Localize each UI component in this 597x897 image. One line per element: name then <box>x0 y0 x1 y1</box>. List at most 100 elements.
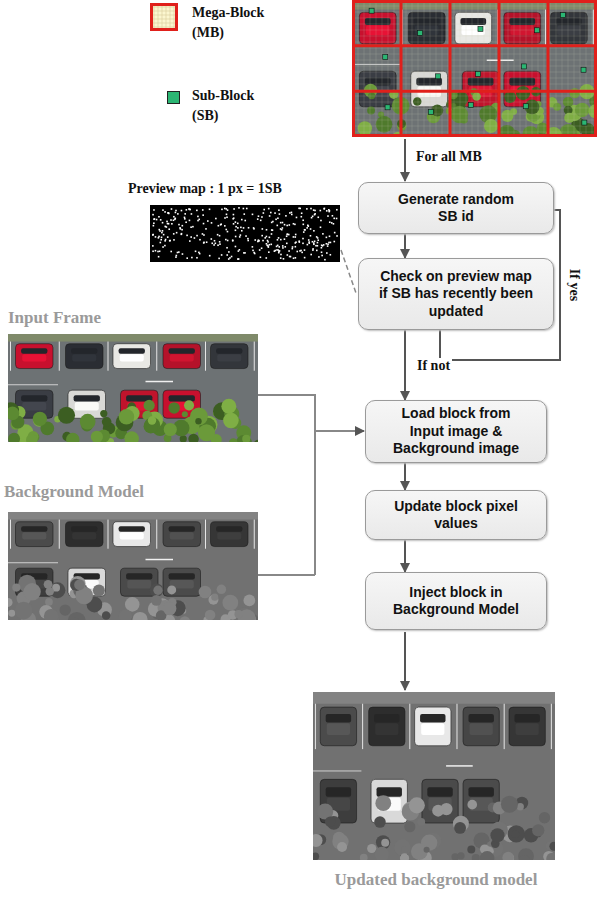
preview-dot <box>152 234 154 236</box>
preview-dot <box>280 257 282 259</box>
preview-dot <box>164 226 166 228</box>
car-body <box>463 779 499 823</box>
preview-dot <box>243 252 245 254</box>
preview-dot <box>176 255 178 257</box>
preview-dot <box>286 235 288 237</box>
parking-line <box>205 342 206 371</box>
bush <box>119 409 135 425</box>
sub-grid <box>352 78 597 79</box>
car-window <box>74 395 100 401</box>
preview-dot <box>294 236 296 238</box>
preview-dot <box>189 209 191 211</box>
bush <box>168 402 179 413</box>
sub-block-marker <box>560 13 565 18</box>
preview-dot <box>211 222 213 224</box>
bush <box>119 609 132 620</box>
car-roof <box>22 402 46 410</box>
preview-dot <box>239 236 241 238</box>
bush <box>23 583 40 600</box>
preview-dot <box>263 212 265 214</box>
preview-dot <box>153 225 155 227</box>
preview-dot <box>277 217 279 219</box>
preview-dot <box>284 246 286 248</box>
sub-block-marker <box>369 8 374 13</box>
bush <box>467 800 477 810</box>
sub-block-marker <box>523 104 528 109</box>
sub-grid <box>418 0 419 137</box>
bush <box>490 828 504 842</box>
preview-dot <box>317 239 319 241</box>
preview-dot <box>276 249 278 251</box>
preview-dot <box>227 231 229 233</box>
preview-dot <box>253 228 255 230</box>
sub-grid <box>502 0 503 137</box>
bush <box>163 602 176 615</box>
sub-block-marker <box>581 67 586 72</box>
bush <box>417 818 425 826</box>
preview-dot <box>258 240 260 242</box>
preview-dot <box>314 214 316 216</box>
process-box: Generate random SB id <box>358 182 554 234</box>
preview-dot <box>258 215 260 217</box>
preview-dot <box>322 233 324 235</box>
preview-dot <box>184 213 186 215</box>
preview-dot <box>158 256 160 258</box>
parking-line <box>108 342 109 371</box>
preview-dot <box>321 244 323 246</box>
preview-dot <box>158 229 160 231</box>
preview-dot <box>327 243 329 245</box>
legend-sample <box>150 3 178 31</box>
sub-grid <box>472 0 473 137</box>
mega-block-grid <box>547 0 550 137</box>
preview-dot <box>167 223 169 225</box>
sub-grid <box>592 0 593 137</box>
road-arrow <box>146 559 174 561</box>
preview-dot <box>329 221 331 223</box>
parking-line <box>156 342 157 371</box>
sub-grid <box>352 42 597 43</box>
sub-grid <box>442 0 443 137</box>
road-arrow <box>146 381 174 383</box>
bush <box>45 598 53 606</box>
preview-dot <box>228 258 230 260</box>
preview-dot <box>263 209 265 211</box>
bush <box>167 585 176 594</box>
car-body <box>463 707 499 746</box>
bush <box>564 113 574 123</box>
car-window <box>468 787 493 797</box>
preview-dot <box>199 239 201 241</box>
preview-dot <box>312 249 314 251</box>
car-body <box>320 707 356 746</box>
sub-grid <box>388 0 389 137</box>
bush <box>180 616 190 620</box>
car-body <box>359 12 396 44</box>
preview-dot <box>288 224 290 226</box>
sub-block-marker <box>468 103 473 108</box>
background-model-photo <box>8 512 258 620</box>
preview-dot <box>321 251 323 253</box>
preview-dot <box>257 241 259 243</box>
preview-dot <box>332 215 334 217</box>
sub-block-marker <box>383 55 388 60</box>
parking-line <box>456 704 457 749</box>
preview-dot <box>211 242 213 244</box>
preview-dot <box>163 234 165 236</box>
preview-dot <box>326 237 328 239</box>
car-roof <box>462 26 486 35</box>
preview-dot <box>247 240 249 242</box>
preview-dot <box>330 242 332 244</box>
preview-dot <box>293 223 295 225</box>
preview-dot <box>271 229 273 231</box>
sub-grid <box>352 84 597 85</box>
preview-dot <box>175 210 177 212</box>
preview-dot <box>174 218 176 220</box>
preview-dot <box>189 240 191 242</box>
bush <box>15 602 33 620</box>
preview-dot <box>279 250 281 252</box>
bush <box>190 407 208 425</box>
preview-dot <box>258 240 260 242</box>
preview-dot <box>178 251 180 253</box>
preview-dot <box>266 229 268 231</box>
preview-dot <box>326 243 328 245</box>
